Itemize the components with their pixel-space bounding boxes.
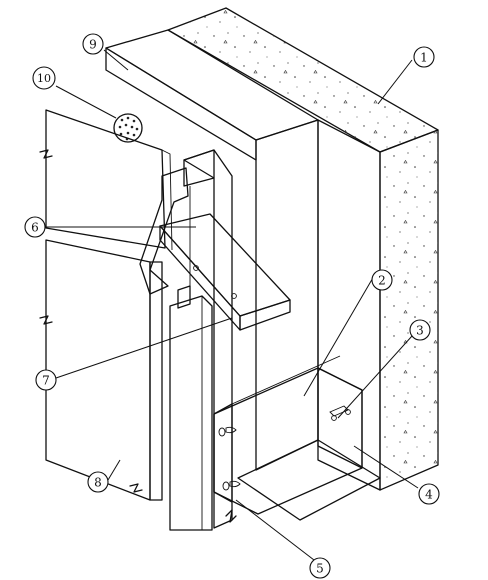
- angle-bracket: [213, 355, 363, 515]
- callout-6: 6: [24, 216, 46, 238]
- svg-text:4: 4: [425, 488, 433, 502]
- callout-3: 3: [409, 319, 431, 341]
- concrete-wall: [167, 7, 439, 491]
- bracket-front-plate: [213, 403, 233, 503]
- wall-front-face: [317, 119, 381, 491]
- svg-text:6: 6: [31, 221, 39, 235]
- svg-text:7: 7: [42, 374, 50, 388]
- bracket-horizontal-face: [317, 367, 363, 469]
- callout-5: 5: [309, 557, 331, 579]
- svg-text:10: 10: [37, 72, 51, 85]
- leader-lines: [46, 49, 419, 561]
- insulation-front-face: [255, 119, 319, 471]
- svg-text:2: 2: [378, 274, 386, 288]
- callout-10: 10: [32, 66, 56, 90]
- svg-text:3: 3: [416, 324, 424, 338]
- callout-7: 7: [35, 369, 57, 391]
- lower-cladding-panel: [39, 239, 163, 501]
- bracket-bolts: [218, 405, 351, 491]
- callout-9: 9: [82, 33, 104, 55]
- svg-text:5: 5: [316, 562, 324, 576]
- wall-side-speckle: [380, 130, 438, 490]
- callout-2: 2: [371, 269, 393, 291]
- insulation-bottom-block: [237, 439, 381, 521]
- bracket-vertical-face: [213, 367, 363, 515]
- upper-cladding-panel: [39, 109, 173, 251]
- callout-4: 4: [418, 483, 440, 505]
- hook-hanger: [139, 167, 189, 295]
- insulation-left-face: [105, 47, 257, 161]
- callout-1: 1: [413, 46, 435, 68]
- lower-mullion: [169, 295, 213, 531]
- vertical-mullion: [183, 149, 237, 529]
- svg-text:8: 8: [94, 476, 102, 490]
- svg-text:1: 1: [420, 51, 428, 65]
- svg-text:9: 9: [89, 38, 97, 52]
- callout-8: 8: [87, 471, 109, 493]
- horizontal-transom: [159, 213, 291, 331]
- wall-top-speckle: [168, 8, 438, 152]
